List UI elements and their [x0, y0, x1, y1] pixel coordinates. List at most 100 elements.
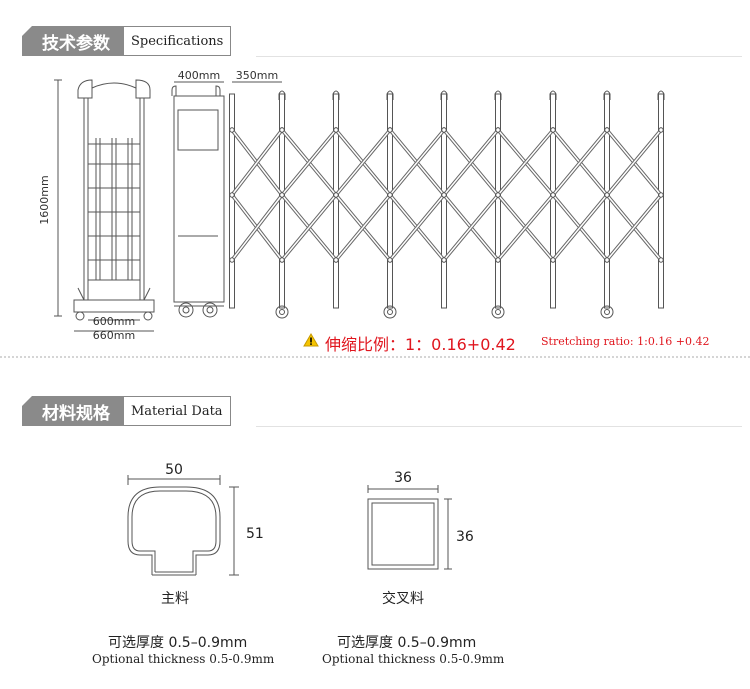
- lattice-pin: [229, 257, 235, 263]
- lattice-pin: [550, 127, 556, 133]
- lattice-pin: [387, 192, 393, 198]
- lattice-bar-inner: [443, 194, 472, 228]
- lattice-bar-inner: [389, 227, 418, 261]
- post-cap: [603, 90, 611, 100]
- material-title-cn: 材料规格: [22, 396, 124, 426]
- main-thickness-en: Optional thickness 0.5-0.9mm: [92, 652, 275, 666]
- gate-drawing: 1600mm 600mm 660mm 400mm 350mm: [38, 69, 665, 342]
- stretch-ratio-en: Stretching ratio: 1:0.16 +0.42: [541, 335, 710, 348]
- height-label: 1600mm: [38, 175, 51, 224]
- gate-wheel: [491, 305, 505, 319]
- lattice-bar-inner: [231, 162, 258, 196]
- main-thickness-cn: 可选厚度 0.5–0.9mm: [108, 635, 248, 651]
- lattice-pin: [604, 192, 610, 198]
- lattice-bar-inner: [606, 194, 635, 228]
- lattice-bar-inner: [524, 227, 554, 261]
- gate-post: [604, 93, 610, 309]
- post-cap: [440, 90, 448, 100]
- lattice-bar-inner: [579, 227, 608, 261]
- cross-profile-height: 36: [456, 529, 474, 545]
- lattice-bar-inner: [633, 227, 662, 261]
- gate-side-view: [73, 79, 155, 321]
- post-cap: [657, 90, 665, 100]
- specs-title-en: Specifications: [124, 26, 232, 56]
- post-cap: [549, 90, 557, 100]
- lattice-bar-inner: [389, 129, 418, 163]
- lattice-bar-inner: [443, 129, 472, 163]
- pitch-label: 350mm: [236, 69, 278, 82]
- lattice-bar-inner: [470, 227, 499, 261]
- lattice-bar-inner: [443, 162, 472, 196]
- lattice-bar-inner: [362, 227, 391, 261]
- lattice-pin: [333, 257, 339, 263]
- lattice-pin: [333, 127, 339, 133]
- lattice-pin: [495, 127, 501, 133]
- gate-post: [387, 93, 393, 309]
- lattice-bar-inner: [470, 162, 499, 196]
- lattice-bar-inner: [524, 194, 554, 228]
- lattice-bar-inner: [552, 227, 581, 261]
- lattice-pin: [387, 127, 393, 133]
- lattice-bar-inner: [308, 227, 337, 261]
- section-divider: [0, 356, 750, 358]
- lattice-bar-inner: [524, 129, 554, 163]
- lattice-bar-inner: [443, 227, 472, 261]
- specs-header-rule: [256, 56, 742, 57]
- lattice-bar-inner: [497, 194, 527, 228]
- inner-width-label: 600mm: [93, 315, 135, 328]
- lattice-bar-inner: [256, 129, 283, 163]
- gate-wheel: [600, 305, 614, 319]
- lattice-bar-inner: [256, 227, 283, 261]
- post-cap: [332, 90, 340, 100]
- lattice-pin: [550, 192, 556, 198]
- lattice-bar-inner: [470, 129, 499, 163]
- lattice-bar-inner: [281, 194, 310, 228]
- cross-profile-shape: [367, 498, 439, 570]
- lattice-pin: [604, 257, 610, 263]
- lattice-bar-inner: [281, 162, 310, 196]
- main-profile-shape: [127, 486, 221, 576]
- lattice-bar-inner: [362, 129, 391, 163]
- lattice-bar-inner: [231, 227, 258, 261]
- main-profile-height: 51: [246, 526, 264, 542]
- lattice-pin: [658, 127, 664, 133]
- lattice-bar-inner: [281, 227, 310, 261]
- lattice-bar-inner: [362, 162, 391, 196]
- lattice-bar-inner: [633, 194, 662, 228]
- post-cap: [278, 90, 286, 100]
- gate-post: [495, 93, 501, 309]
- specs-title-cn: 技术参数: [22, 26, 124, 56]
- gate-post: [550, 93, 556, 309]
- gate-wheel-hub: [495, 309, 501, 315]
- warning-icon: [303, 333, 319, 347]
- lattice-bar-inner: [552, 129, 581, 163]
- post-cap: [386, 90, 394, 100]
- gate-wheel: [275, 305, 289, 319]
- lattice-bar-inner: [308, 194, 337, 228]
- specs-header: 技术参数 Specifications: [22, 26, 232, 56]
- lattice-bar-inner: [362, 194, 391, 228]
- lattice-bar-inner: [416, 129, 445, 163]
- lattice-pin: [550, 257, 556, 263]
- lattice-bar-inner: [389, 194, 418, 228]
- lattice-pin: [495, 192, 501, 198]
- material-title-en: Material Data: [124, 396, 231, 426]
- gate-head-unit: [171, 85, 225, 318]
- lattice-pin: [229, 192, 235, 198]
- material-header-rule: [256, 426, 742, 427]
- lattice-pin: [441, 127, 447, 133]
- lattice-bar-inner: [606, 129, 635, 163]
- cross-profile-name: 交叉料: [382, 591, 424, 607]
- cross-profile-width: 36: [394, 470, 412, 486]
- lattice-bar-inner: [256, 194, 283, 228]
- head-width-label: 400mm: [178, 69, 220, 82]
- lattice-bar-inner: [552, 194, 581, 228]
- stretch-ratio-cn: 伸缩比例：1：0.16+0.42: [325, 335, 516, 354]
- lattice-bar-inner: [552, 162, 581, 196]
- cross-thickness-en: Optional thickness 0.5-0.9mm: [322, 652, 505, 666]
- lattice-bar-inner: [416, 227, 445, 261]
- lattice-bar-inner: [633, 129, 662, 163]
- lattice-bar-inner: [524, 162, 554, 196]
- lattice-pin: [604, 127, 610, 133]
- lattice-bar-inner: [389, 162, 418, 196]
